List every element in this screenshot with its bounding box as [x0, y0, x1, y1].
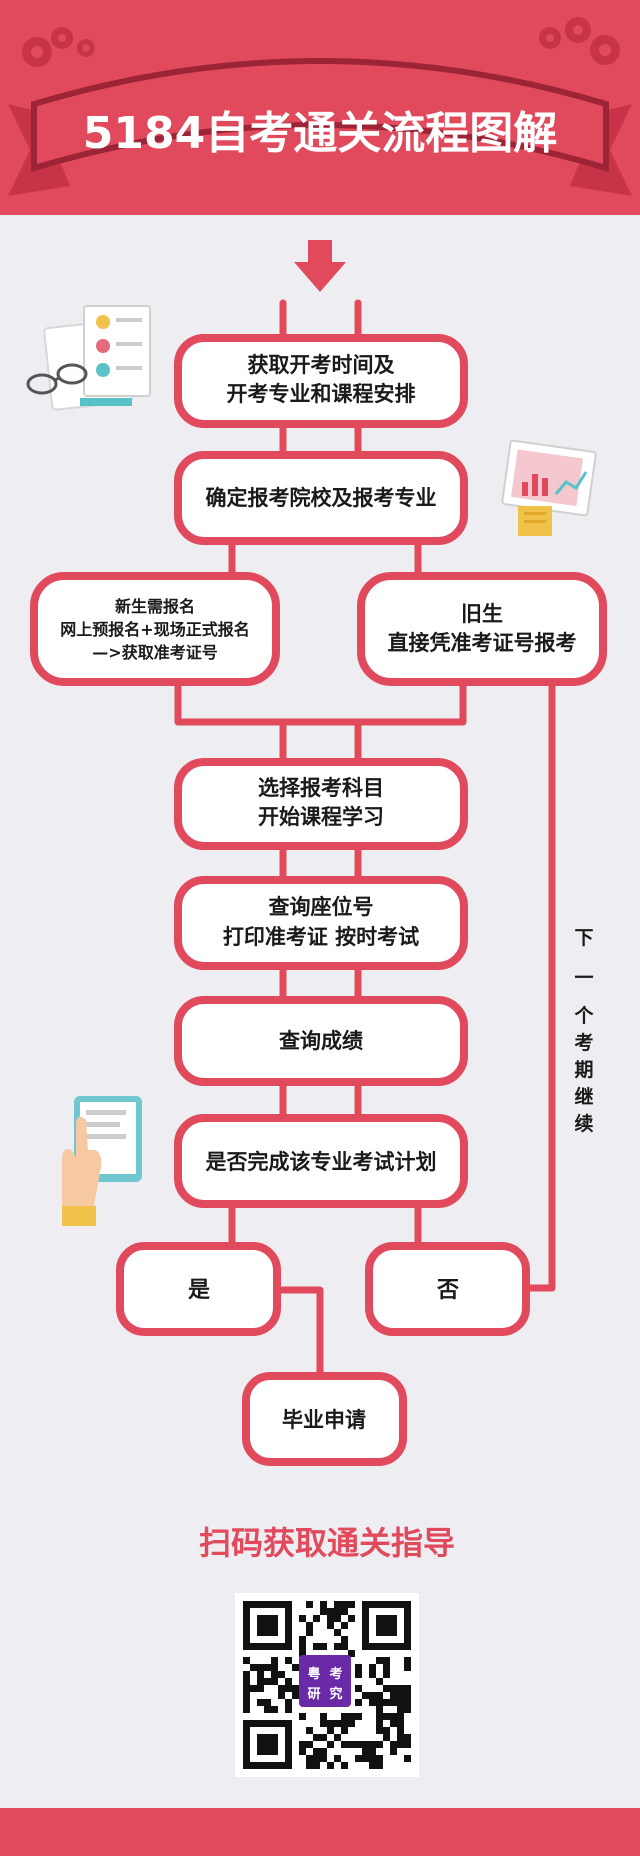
hand-tablet-icon	[62, 1096, 142, 1226]
graduate-text: 毕业申请	[282, 1408, 366, 1432]
new-student-line2: 网上预报名+现场正式报名	[60, 620, 249, 639]
step-exam-line2: 打印准考证 按时考试	[223, 925, 419, 949]
step-score-box	[174, 996, 468, 1086]
yes-box	[116, 1242, 281, 1336]
old-student-box	[357, 572, 607, 686]
step-choose-school-box	[174, 451, 468, 545]
qr-logo	[299, 1655, 351, 1707]
loop-label-char: 续	[574, 1112, 593, 1135]
loop-label-char: 期	[574, 1059, 593, 1081]
yes-text: 是	[188, 1278, 210, 1303]
qr-logo-char: 粤	[307, 1666, 320, 1682]
loop-label-char: 一	[574, 967, 593, 989]
title-banner: 5184自考通关流程图解	[8, 58, 632, 196]
qr-logo-char: 考	[329, 1666, 342, 1682]
step-plan-check-box	[174, 1114, 468, 1208]
cta-text: 扫码获取通关指导	[199, 1524, 455, 1562]
step-schedule-line1: 获取开考时间及	[248, 353, 396, 377]
no-box	[365, 1242, 530, 1336]
step-schedule-line2: 开考专业和课程安排	[227, 382, 416, 406]
qr-logo-char: 研	[307, 1687, 320, 1702]
old-student-line2: 直接凭准考证号报考	[388, 631, 577, 655]
footer-band	[0, 1808, 640, 1856]
step-select-subjects-box	[174, 758, 468, 850]
step-schedule-box	[174, 334, 468, 428]
step-choose-school-text: 确定报考院校及报考专业	[206, 486, 437, 510]
loop-label-char: 考	[574, 1032, 593, 1054]
new-student-line3: —>获取准考证号	[92, 643, 217, 662]
no-text: 否	[436, 1278, 459, 1303]
loop-label-char: 个	[573, 1005, 594, 1027]
page-title: 5184自考通关流程图解	[83, 108, 557, 159]
graduate-box	[242, 1372, 407, 1466]
qr-logo-char: 究	[329, 1686, 342, 1702]
step-plan-check-text: 是否完成该专业考试计划	[206, 1150, 437, 1174]
new-student-line1: 新生需报名	[115, 597, 195, 616]
step-select-subjects-line2: 开始课程学习	[258, 805, 384, 829]
papers-glasses-icon	[26, 305, 151, 411]
down-arrow-icon	[294, 240, 346, 292]
report-chart-icon	[501, 439, 597, 536]
new-student-box	[30, 572, 280, 686]
qr-code[interactable]: 粤 考 研 究	[235, 1593, 419, 1777]
step-score-text: 查询成绩	[279, 1029, 363, 1053]
step-exam-box	[174, 876, 468, 970]
loop-label: 下 一 个 考 期 继 续	[573, 927, 594, 1135]
step-exam-line1: 查询座位号	[269, 895, 374, 919]
loop-label-char: 继	[574, 1085, 593, 1108]
loop-label-char: 下	[574, 927, 593, 949]
step-select-subjects-line1: 选择报考科目	[258, 776, 384, 800]
old-student-line1: 旧生	[461, 602, 503, 626]
